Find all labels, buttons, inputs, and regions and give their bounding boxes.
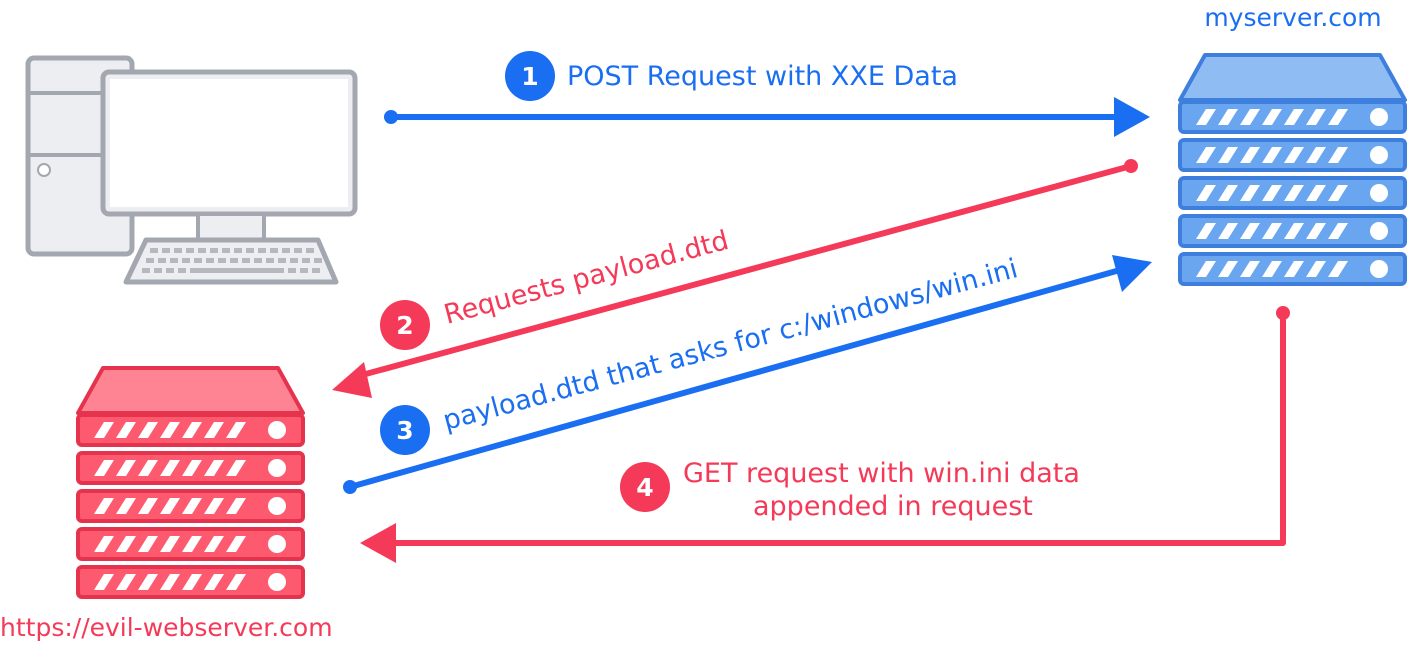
step-4-badge	[620, 462, 670, 512]
attacker-server-label: https://evil-webserver.com	[0, 613, 333, 642]
server-unit	[76, 451, 305, 485]
arrow-step-2	[332, 159, 1138, 398]
step-4-text-line1: GET request with win.ini data	[683, 458, 1080, 489]
step-4-text-line2: appended in request	[753, 491, 1033, 522]
step-3-badge	[380, 405, 430, 455]
step-4-label: 4 GET request with win.ini data appended…	[620, 458, 1080, 522]
step-1-text: POST Request with XXE Data	[567, 61, 958, 92]
server-unit	[76, 565, 305, 599]
step-3-number: 3	[396, 416, 413, 445]
server-unit	[1178, 252, 1407, 286]
step-2-number: 2	[396, 311, 413, 340]
target-server-label: myserver.com	[1204, 3, 1381, 32]
arrow-step-3	[343, 255, 1152, 494]
server-unit	[76, 413, 305, 447]
server-rack-icon	[1178, 53, 1407, 286]
server-unit	[1178, 176, 1407, 210]
arrow-step-4	[360, 306, 1290, 563]
server-unit	[76, 489, 305, 523]
server-unit	[76, 527, 305, 561]
server-unit	[1178, 138, 1407, 172]
step-1-label: 1 POST Request with XXE Data	[505, 51, 958, 101]
server-unit	[1178, 100, 1407, 134]
server-rack-icon	[76, 366, 305, 599]
desktop-computer-icon	[25, 55, 358, 285]
server-unit	[1178, 214, 1407, 248]
step-4-number: 4	[636, 473, 653, 502]
step-2-badge	[380, 300, 430, 350]
arrow-step-1	[384, 97, 1150, 137]
step-1-number: 1	[521, 62, 538, 91]
step-1-badge	[505, 51, 555, 101]
